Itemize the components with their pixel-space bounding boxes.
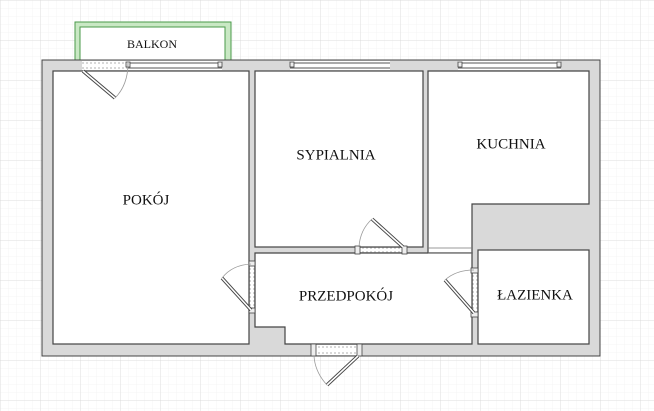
room-lazienka: [477, 249, 590, 345]
room-pokoj: [52, 70, 250, 345]
balcony: [74, 21, 232, 63]
label-sypialnia: SYPIALNIA: [296, 147, 375, 163]
door-balkon: [81, 61, 131, 100]
window-sypialnia: [289, 61, 390, 70]
door-pokoj: [220, 260, 256, 314]
door-entrance[interactable]: [310, 343, 363, 387]
window-kuchnia: [457, 61, 562, 70]
label-pokoj: POKÓJ: [123, 191, 170, 208]
door-lazienka: [443, 267, 479, 318]
window-pokoj: [128, 61, 223, 70]
room-sypialnia: [254, 70, 424, 248]
door-sypialnia: [354, 217, 408, 255]
label-balkon: BALKON: [127, 37, 177, 51]
label-kuchnia: KUCHNIA: [476, 136, 545, 152]
label-lazienka: ŁAZIENKA: [497, 287, 573, 303]
label-przedpokoj: PRZEDPOKÓJ: [299, 287, 393, 304]
